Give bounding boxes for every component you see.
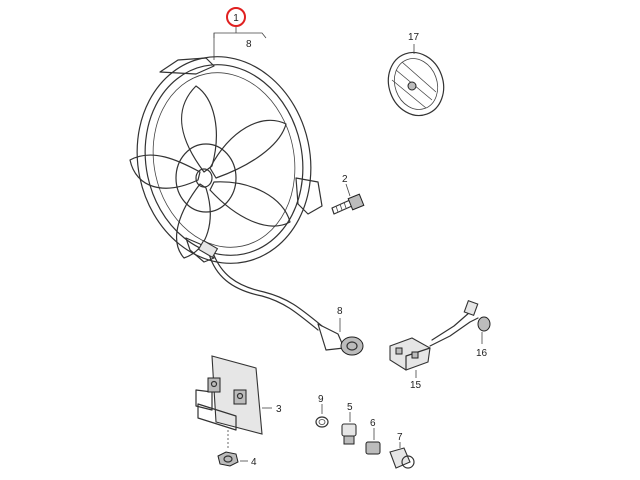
- part-17-cover: [387, 51, 445, 117]
- part-2-bolt: [331, 193, 365, 215]
- part-16-sensor: [429, 299, 491, 347]
- part-15-switch: [389, 337, 431, 371]
- label-8-connector: 8: [337, 306, 343, 317]
- part-9-washer: [315, 416, 329, 428]
- label-3: 3: [276, 404, 282, 415]
- label-4: 4: [251, 457, 257, 468]
- part-6-plug: [365, 441, 381, 455]
- label-2: 2: [342, 174, 348, 185]
- label-7: 7: [397, 432, 403, 443]
- label-15: 15: [410, 380, 422, 391]
- label-8-top: 8: [246, 39, 252, 50]
- label-17: 17: [408, 32, 420, 43]
- callout-1-label: 1: [233, 13, 239, 24]
- fan-shroud: [136, 56, 323, 264]
- label-6: 6: [370, 418, 376, 429]
- part-5-temp-switch: [341, 423, 357, 445]
- label-9: 9: [318, 394, 324, 405]
- fan-blades: [129, 85, 291, 259]
- label-5: 5: [347, 402, 353, 413]
- callout-1-ring: [226, 7, 246, 27]
- part-4-nut: [217, 430, 239, 467]
- part-7-fitting: [389, 447, 415, 469]
- label-16: 16: [476, 348, 488, 359]
- part-3-bracket: [195, 355, 263, 435]
- callout-1-highlight[interactable]: 1: [226, 7, 246, 27]
- bracket-1: [213, 27, 267, 60]
- wire-harness: [197, 239, 364, 356]
